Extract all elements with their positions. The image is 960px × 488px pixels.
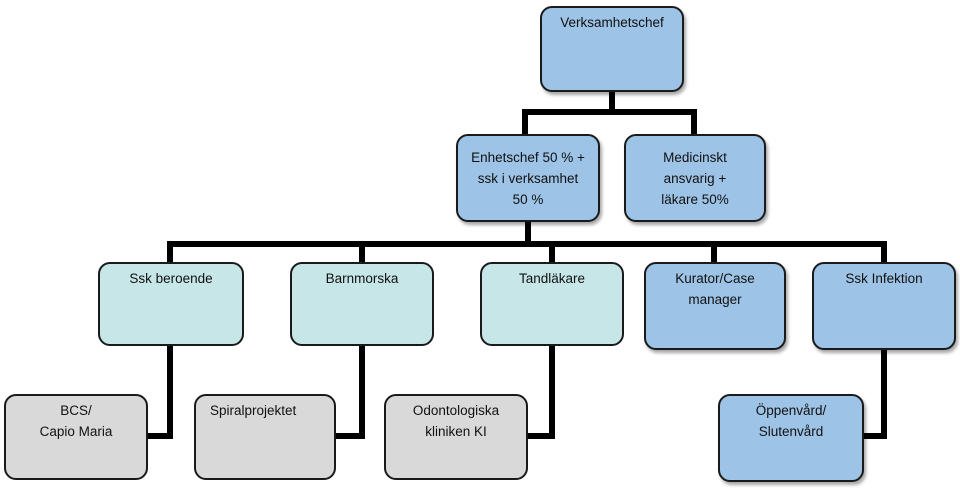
node-label: Enhetschef 50 % + ssk i verksamhet 50 % <box>471 149 585 207</box>
node-verksamhetschef: Verksamhetschef <box>540 6 684 92</box>
node-label: Öppenvård/ Slutenvård <box>755 403 827 439</box>
node-label: Verksamhetschef <box>560 15 664 30</box>
node-label: BCS/ Capio Maria <box>39 403 113 439</box>
node-spiralprojektet: Spiralprojektet <box>194 394 336 480</box>
node-odontologiska-kliniken: Odontologiska kliniken KI <box>384 394 528 480</box>
node-label: Ssk Infektion <box>845 271 923 286</box>
node-label: Ssk beroende <box>129 271 213 286</box>
node-label: Tandläkare <box>518 271 586 286</box>
connector-tandlakare-odonto <box>525 342 555 439</box>
node-kurator: Kurator/Case manager <box>644 262 786 350</box>
node-ssk-beroende: Ssk beroende <box>98 262 244 346</box>
node-medicinskt-ansvarig: Medicinskt ansvarig + läkare 50% <box>624 134 766 222</box>
node-barnmorska: Barnmorska <box>290 262 434 346</box>
connector-middle <box>167 219 887 265</box>
connector-top <box>522 89 697 137</box>
node-oppenvard-slutenvard: Öppenvård/ Slutenvård <box>718 394 864 482</box>
connector-barnmorska-spiral <box>333 342 365 439</box>
node-label: Odontologiska kliniken KI <box>412 403 500 439</box>
connector-ssk-bcs <box>145 342 173 439</box>
node-label: Spiralprojektet <box>210 403 297 418</box>
node-enhetschef: Enhetschef 50 % + ssk i verksamhet 50 % <box>456 134 600 222</box>
node-label: Barnmorska <box>325 271 399 286</box>
node-label: Medicinskt ansvarig + läkare 50% <box>661 149 729 207</box>
connector-infektion-oppenvard <box>861 347 887 439</box>
node-bcs-capio-maria: BCS/ Capio Maria <box>4 394 148 480</box>
node-tandlakare: Tandläkare <box>480 262 624 346</box>
node-label: Kurator/Case manager <box>675 271 755 307</box>
node-ssk-infektion: Ssk Infektion <box>812 262 956 350</box>
